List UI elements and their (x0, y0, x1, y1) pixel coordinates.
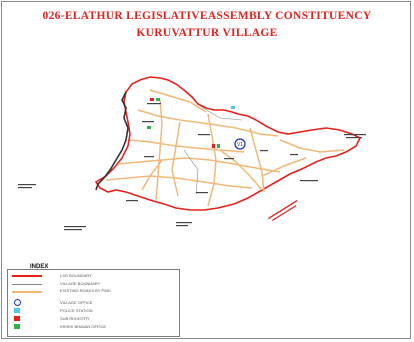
sub-registry-symbol (150, 98, 154, 101)
krishi-bhavan-symbol-3 (217, 144, 220, 148)
legend-text: VILLAGE OFFICE (60, 300, 93, 305)
road-network (105, 89, 345, 207)
krishi-bhavan-symbol (156, 98, 160, 101)
grey-line-icon (12, 280, 42, 288)
village-office-marker: V1 (234, 138, 246, 150)
legend-item (12, 299, 34, 307)
red-square-icon (12, 315, 34, 323)
green-square-icon (12, 323, 34, 331)
legend-text: VILLAGE BOUNDARY (60, 281, 101, 286)
legend-item (12, 315, 34, 323)
river-line (95, 91, 129, 191)
red-line-icon (12, 272, 42, 280)
road-line-icon (12, 288, 42, 296)
legend-text: LSG BOUNDARY (60, 273, 92, 278)
village-boundary (94, 76, 362, 211)
krishi-bhavan-symbol-2 (147, 126, 151, 129)
legend-text: EXISTING ROADS BY PWD (60, 288, 111, 293)
legend-text: KRISHI BHAVAN OFFICE (60, 324, 107, 329)
police-station-symbol (231, 106, 235, 109)
blue-circle-icon (12, 299, 34, 307)
map-subtitle: KURUVATTUR VILLAGE (136, 27, 278, 39)
diagonal-road-label (268, 199, 298, 222)
internal-boundaries (183, 105, 243, 195)
legend-item (12, 280, 42, 288)
legend-box (7, 269, 180, 337)
sub-registry-symbol-2 (212, 144, 215, 148)
legend-text: POLICE STATION (60, 308, 93, 313)
legend-item (12, 272, 42, 280)
cyan-square-icon (12, 307, 34, 315)
legend-item (12, 323, 34, 331)
legend-title: INDEX (30, 264, 49, 270)
village-office-label: V1 (237, 142, 243, 148)
map-title: 026-ELATHUR LEGISLATIVEASSEMBLY CONSTITU… (42, 10, 372, 22)
legend-item (12, 288, 42, 296)
legend-text: SUB REGISTRY (60, 316, 90, 321)
place-name-marks (18, 103, 366, 231)
legend-item (12, 307, 34, 315)
